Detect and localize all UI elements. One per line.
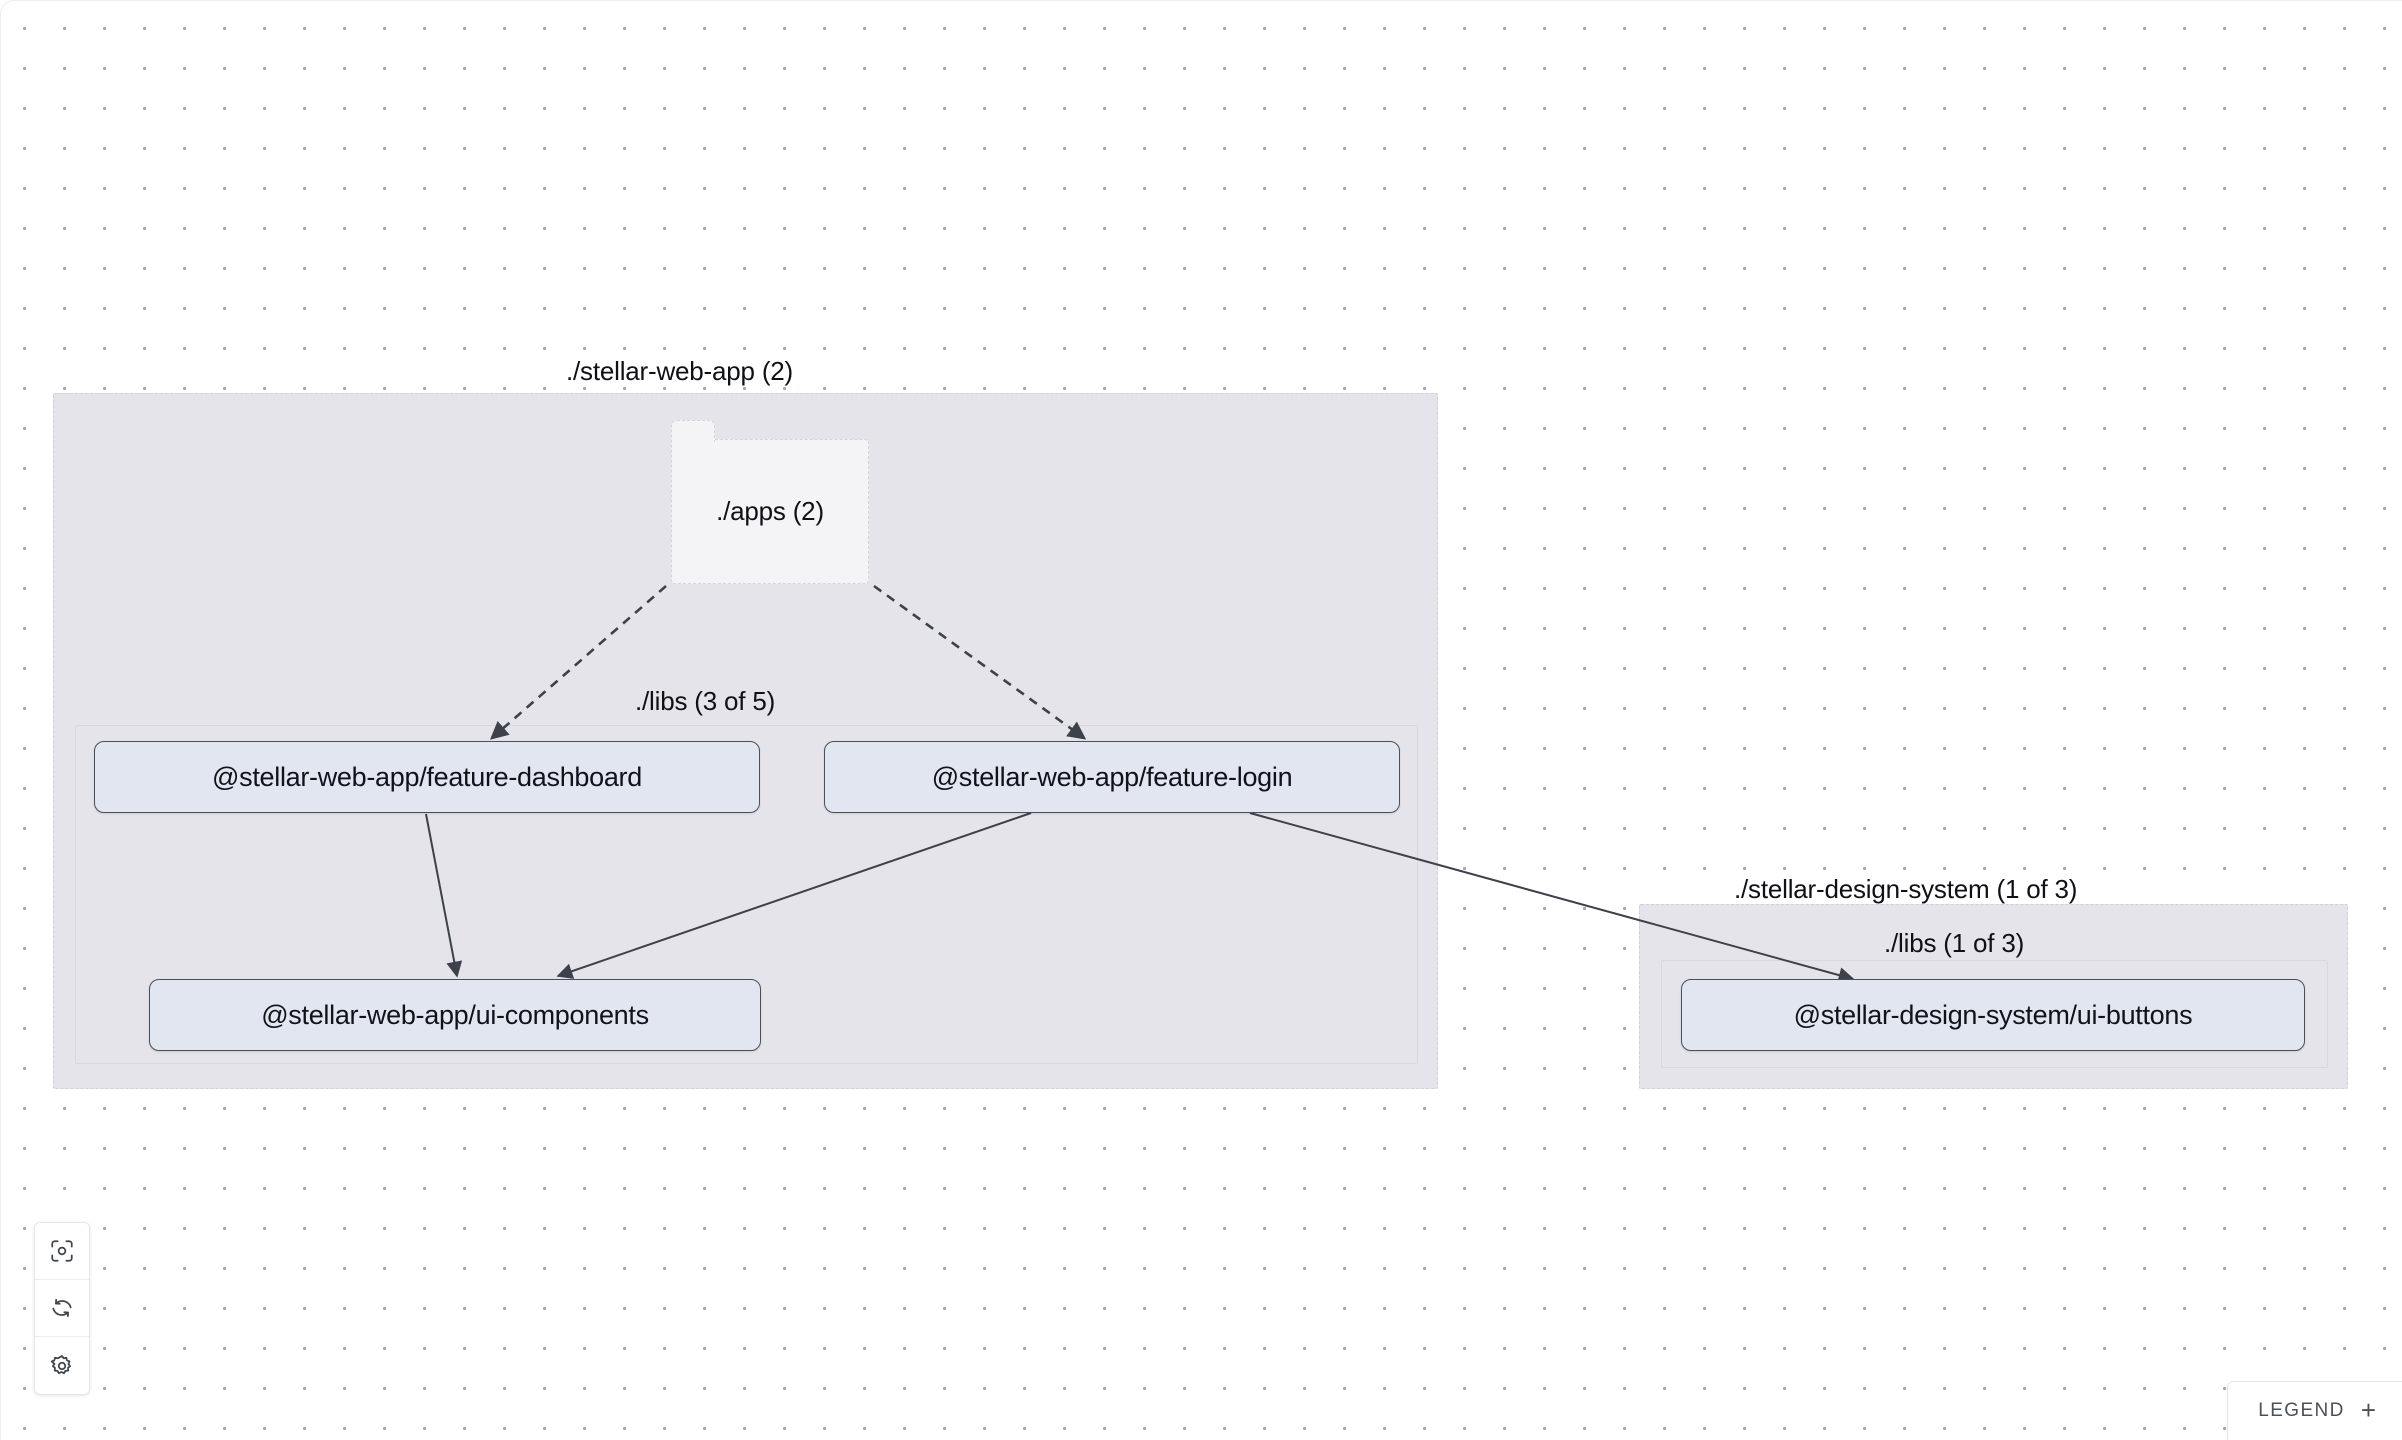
focus-graph-button[interactable] xyxy=(35,1223,89,1280)
plus-icon: + xyxy=(2360,1395,2376,1425)
node-ui-components[interactable]: @stellar-web-app/ui-components xyxy=(149,979,761,1051)
group-label-stellar-design-system: ./stellar-design-system (1 of 3) xyxy=(1734,874,2078,904)
focus-target-icon xyxy=(49,1238,75,1264)
legend-label: LEGEND xyxy=(2258,1400,2345,1421)
folder-tab-icon xyxy=(670,420,715,445)
graph-settings-button[interactable] xyxy=(35,1337,89,1394)
folder-label-apps: ./apps (2) xyxy=(716,496,824,526)
node-feature-dashboard[interactable]: @stellar-web-app/feature-dashboard xyxy=(94,741,760,813)
group-label-libs-stellar-design-system: ./libs (1 of 3) xyxy=(1884,928,2025,958)
legend-toggle[interactable]: LEGEND + xyxy=(2227,1381,2402,1440)
folder-node-apps[interactable]: ./apps (2) xyxy=(670,420,869,584)
refresh-icon xyxy=(49,1295,75,1321)
node-feature-login[interactable]: @stellar-web-app/feature-login xyxy=(824,741,1400,813)
graph-controls-panel[interactable] xyxy=(34,1222,90,1395)
refresh-graph-button[interactable] xyxy=(35,1280,89,1337)
gear-icon xyxy=(49,1353,75,1379)
node-ui-buttons[interactable]: @stellar-design-system/ui-buttons xyxy=(1681,979,2305,1051)
group-label-libs-stellar-web-app: ./libs (3 of 5) xyxy=(635,686,776,716)
group-label-stellar-web-app: ./stellar-web-app (2) xyxy=(566,356,793,386)
